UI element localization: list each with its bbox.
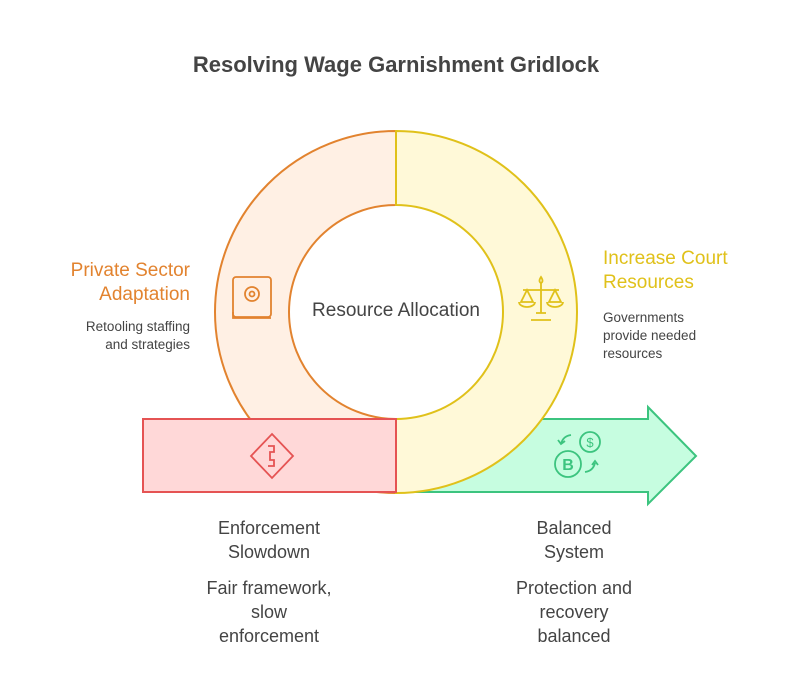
court-resources-ring-segment (395, 129, 578, 495)
enforcement-slowdown-description: Fair framework, slow enforcement (169, 576, 369, 648)
balanced-system-heading: Balanced System (474, 516, 674, 564)
court-resources-heading: Increase Court Resources (603, 247, 728, 295)
heading-line: Slowdown (227, 542, 311, 562)
heading-line: System (543, 542, 604, 562)
center-label: Resource Allocation (312, 300, 480, 321)
description-line: slow (250, 602, 287, 622)
private-sector-heading: Private Sector Adaptation (71, 259, 190, 307)
scales-icon (518, 275, 564, 321)
heading-line: Resources (603, 272, 694, 293)
description-line: Fair framework, (206, 578, 332, 598)
heading-line: Increase Court (603, 248, 728, 269)
description-line: provide needed (603, 328, 697, 343)
currency-exchange-icon: $ B (554, 431, 601, 478)
description-line: recovery (539, 602, 609, 622)
description-line: Governments (603, 310, 685, 325)
court-resources-description: Governments provide needed resources (603, 309, 696, 363)
description-line: and strategies (105, 337, 190, 352)
road-sign-icon (249, 432, 295, 480)
heading-line: Adaptation (99, 284, 190, 305)
diagram-title: Resolving Wage Garnishment Gridlock (192, 52, 600, 77)
heading-line: Enforcement (217, 518, 321, 538)
description-line: Protection and (515, 578, 633, 598)
enforcement-slowdown-heading: Enforcement Slowdown (169, 516, 369, 564)
heading-line: Private Sector (70, 260, 190, 281)
description-line: resources (603, 346, 663, 361)
description-line: Retooling staffing (85, 319, 190, 334)
gear-book-icon (232, 276, 272, 319)
balanced-system-description: Protection and recovery balanced (474, 576, 674, 648)
description-line: enforcement (218, 626, 320, 646)
svg-text:$: $ (586, 435, 594, 450)
private-sector-description: Retooling staffing and strategies (86, 318, 190, 354)
heading-line: Balanced (536, 518, 612, 538)
enforcement-slowdown-box (142, 418, 397, 493)
description-line: balanced (537, 626, 611, 646)
svg-text:B: B (562, 457, 574, 474)
